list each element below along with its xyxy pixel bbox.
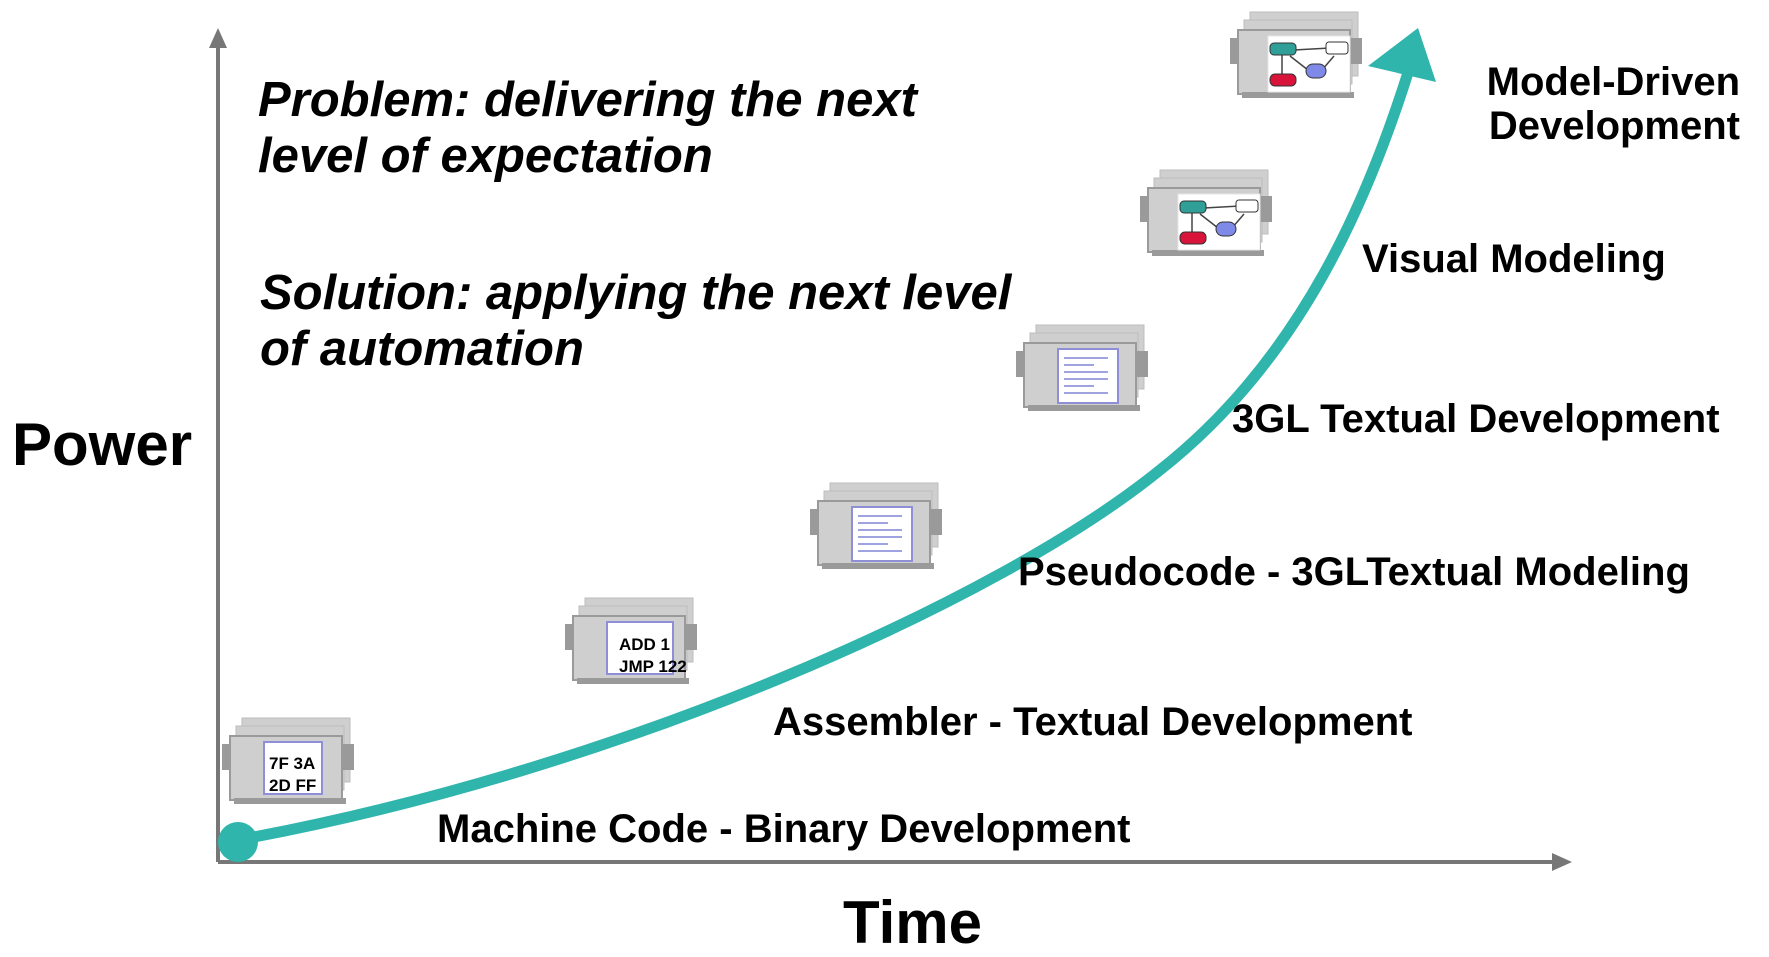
y-axis-label: Power: [12, 411, 193, 478]
model-diagram-card-icon: [1140, 169, 1272, 256]
x-axis-arrow-icon: [1552, 853, 1572, 871]
code-card-text-0: 7F 3A 2D FF: [269, 754, 317, 795]
problem-note: Problem: delivering the next level of ex…: [258, 73, 917, 184]
stage-label-pseudocode: Pseudocode - 3GLTextual Modeling: [1018, 550, 1690, 594]
stage-label-3gl: 3GL Textual Development: [1232, 397, 1720, 441]
document-card-icon: [1016, 324, 1148, 411]
start-dot-icon: [218, 822, 258, 862]
model-diagram-card-icon: [1230, 11, 1362, 98]
stage-label-model-driven: Model-Driven Development: [1486, 60, 1740, 148]
stage-label-assembler: Assembler - Textual Development: [773, 700, 1413, 744]
code-card-icon: [565, 597, 697, 684]
code-card-icon: [222, 717, 354, 804]
y-axis-arrow-icon: [209, 28, 227, 48]
arrow-head-icon: [1368, 28, 1436, 82]
solution-note: Solution: applying the next level of aut…: [260, 266, 1012, 377]
axes: [209, 28, 1572, 871]
stage-label-machine-code: Machine Code - Binary Development: [437, 807, 1131, 851]
x-axis-label: Time: [843, 889, 982, 956]
stage-label-visual-modeling: Visual Modeling: [1362, 237, 1666, 281]
stage-cards: [222, 11, 1362, 804]
growth-curve: [232, 44, 1421, 846]
code-card-text-1: ADD 1 JMP 122: [619, 635, 687, 676]
document-card-icon: [810, 482, 942, 569]
